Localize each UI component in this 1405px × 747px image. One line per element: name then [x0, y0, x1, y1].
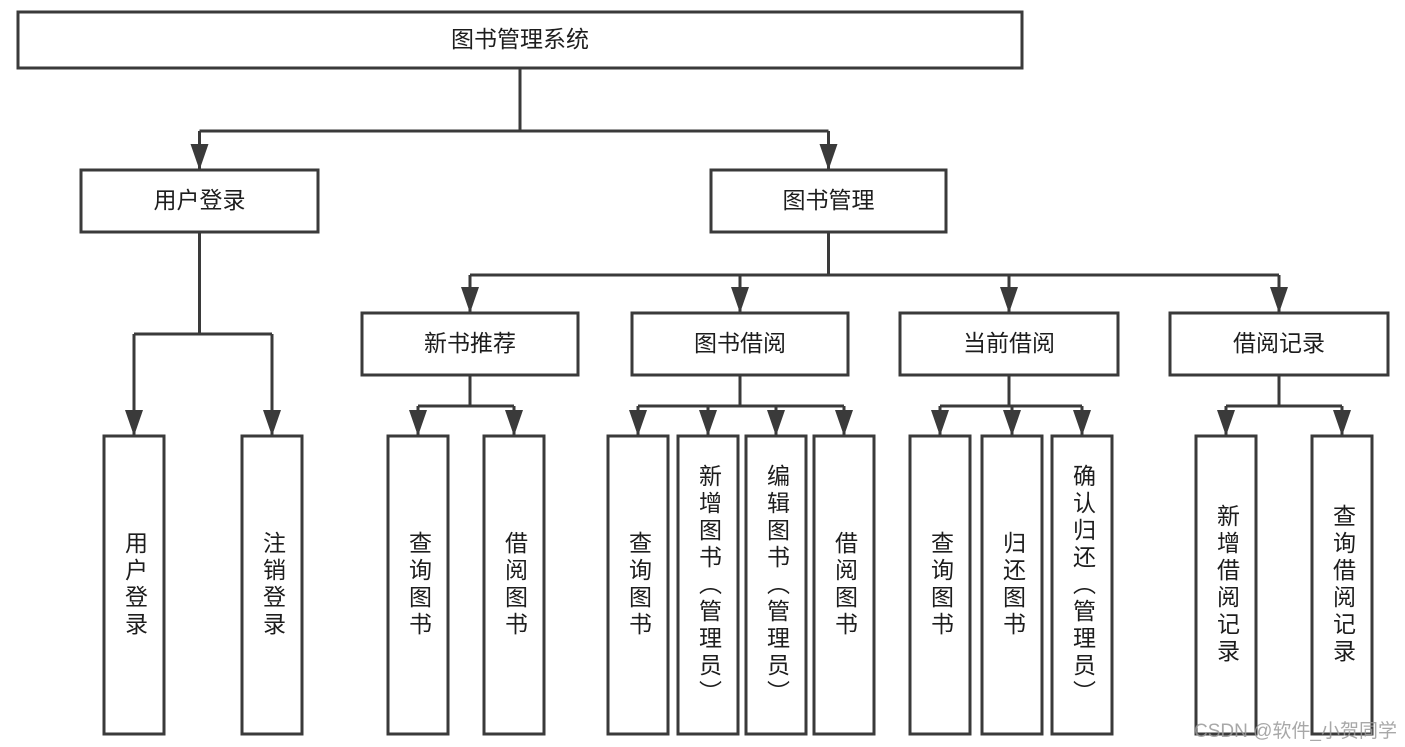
- leaf-node-box-9[interactable]: [908, 434, 972, 736]
- connector-lines: [125, 68, 1351, 436]
- leaf-node-box-4[interactable]: [482, 434, 546, 736]
- level3-node-label-1: 新书推荐: [424, 330, 516, 356]
- arrow-head-icon: [931, 410, 949, 436]
- leaf-node-box-3[interactable]: [386, 434, 450, 736]
- arrow-head-icon: [835, 410, 853, 436]
- arrow-head-icon: [461, 287, 479, 313]
- node-boxes: [16, 10, 1390, 736]
- level3-node-label-3: 当前借阅: [963, 330, 1055, 356]
- leaf-node-box-12[interactable]: [1194, 434, 1258, 736]
- csdn-watermark: CSDN @软件_小贺同学: [1194, 721, 1397, 742]
- arrow-head-icon: [1270, 287, 1288, 313]
- arrow-head-icon: [699, 410, 717, 436]
- leaf-node-box-13[interactable]: [1310, 434, 1374, 736]
- level2-node-box-1[interactable]: [79, 168, 320, 234]
- arrow-head-icon: [1000, 287, 1018, 313]
- level2-node-label-2: 图书管理: [783, 187, 875, 213]
- level2-node-box-2[interactable]: [709, 168, 948, 234]
- leaf-node-box-1[interactable]: [102, 434, 166, 736]
- arrow-head-icon: [731, 287, 749, 313]
- arrow-head-icon: [1217, 410, 1235, 436]
- arrow-head-icon: [767, 410, 785, 436]
- arrow-head-icon: [263, 410, 281, 436]
- arrow-head-icon: [1003, 410, 1021, 436]
- leaf-node-box-6[interactable]: [676, 434, 740, 736]
- level3-node-label-4: 借阅记录: [1233, 330, 1325, 356]
- level3-node-box-3[interactable]: [898, 311, 1120, 377]
- root-node-box[interactable]: [16, 10, 1024, 70]
- level3-node-label-2: 图书借阅: [694, 330, 786, 356]
- arrow-head-icon: [819, 144, 838, 170]
- level3-node-box-1[interactable]: [360, 311, 580, 377]
- arrow-head-icon: [125, 410, 143, 436]
- leaf-node-box-5[interactable]: [606, 434, 670, 736]
- leaf-node-box-11[interactable]: [1050, 434, 1114, 736]
- arrow-head-icon: [505, 410, 523, 436]
- arrow-head-icon: [1333, 410, 1351, 436]
- arrow-head-icon: [1073, 410, 1091, 436]
- level2-node-label-1: 用户登录: [154, 187, 246, 213]
- arrow-head-icon: [190, 144, 209, 170]
- level3-node-box-2[interactable]: [630, 311, 850, 377]
- leaf-node-box-10[interactable]: [980, 434, 1044, 736]
- arrow-head-icon: [629, 410, 647, 436]
- leaf-node-box-2[interactable]: [240, 434, 304, 736]
- leaf-node-box-8[interactable]: [812, 434, 876, 736]
- root-node-label: 图书管理系统: [451, 26, 589, 52]
- level3-node-box-4[interactable]: [1168, 311, 1390, 377]
- leaf-node-box-7[interactable]: [744, 434, 808, 736]
- arrow-head-icon: [409, 410, 427, 436]
